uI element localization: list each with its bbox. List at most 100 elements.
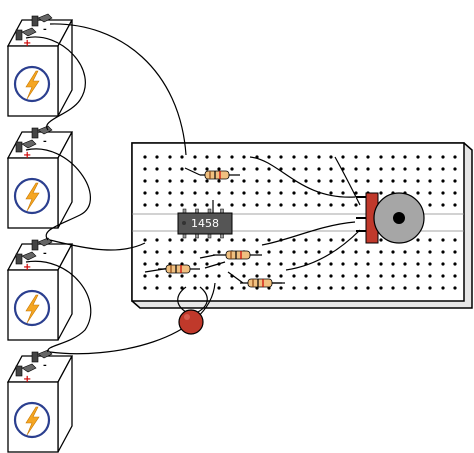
breadboard-hole (453, 191, 457, 195)
breadboard-hole (292, 262, 296, 266)
breadboard-hole (193, 167, 197, 171)
breadboard-hole (205, 238, 209, 242)
breadboard-hole (230, 203, 234, 207)
breadboard-hole (403, 262, 407, 266)
breadboard-hole (242, 286, 246, 290)
breadboard-hole (317, 155, 321, 159)
breadboard-hole (205, 250, 209, 254)
breadboard-hole (317, 262, 321, 266)
breadboard-hole (329, 179, 333, 183)
breadboard-hole (317, 203, 321, 207)
breadboard-hole (180, 286, 184, 290)
potentiometer (356, 192, 425, 244)
breadboard-hole (168, 238, 172, 242)
breadboard-hole (317, 274, 321, 278)
breadboard-hole (391, 274, 395, 278)
breadboard-hole (453, 155, 457, 159)
breadboard-hole (441, 191, 445, 195)
breadboard-hole (391, 179, 395, 183)
breadboard-hole (267, 155, 271, 159)
breadboard-hole (143, 250, 147, 254)
breadboard-hole (217, 250, 221, 254)
breadboard-hole (317, 286, 321, 290)
breadboard-hole (416, 238, 420, 242)
breadboard-hole (304, 167, 308, 171)
breadboard-hole (143, 203, 147, 207)
breadboard-hole (255, 167, 259, 171)
breadboard-hole (242, 155, 246, 159)
breadboard-hole (428, 250, 432, 254)
breadboard-hole (217, 238, 221, 242)
breadboard-hole (193, 262, 197, 266)
battery-negative-sign: - (43, 137, 47, 147)
chip-pins (182, 208, 224, 239)
breadboard-hole (155, 203, 159, 207)
breadboard-hole (205, 262, 209, 266)
breadboard-hole (441, 155, 445, 159)
breadboard-hole (180, 167, 184, 171)
lightning-bolt-icon (13, 289, 51, 327)
breadboard-hole (279, 250, 283, 254)
breadboard-hole (329, 167, 333, 171)
breadboard-hole (329, 262, 333, 266)
breadboard-hole (279, 179, 283, 183)
breadboard-hole (304, 191, 308, 195)
breadboard-hole (193, 203, 197, 207)
jumper-7 (204, 261, 226, 269)
breadboard-hole (255, 262, 259, 266)
breadboard-hole (329, 155, 333, 159)
jumper-4 (285, 229, 361, 271)
breadboard-hole (193, 250, 197, 254)
breadboard-hole (379, 155, 383, 159)
breadboard-hole (279, 203, 283, 207)
breadboard-hole (441, 179, 445, 183)
breadboard-hole (379, 286, 383, 290)
breadboard-hole (441, 203, 445, 207)
breadboard-hole (379, 262, 383, 266)
breadboard-hole (205, 203, 209, 207)
breadboard-hole (230, 238, 234, 242)
breadboard-hole (255, 203, 259, 207)
breadboard-hole (230, 167, 234, 171)
breadboard-hole (403, 155, 407, 159)
breadboard-hole (267, 179, 271, 183)
breadboard-hole (217, 167, 221, 171)
breadboard-hole (168, 274, 172, 278)
jumper-8 (227, 271, 244, 284)
breadboard-hole (279, 286, 283, 290)
led-lead-right (197, 286, 208, 313)
breadboard-hole (168, 203, 172, 207)
battery-negative-sign: - (43, 249, 47, 259)
breadboard-hole (180, 155, 184, 159)
battery: -+ (6, 349, 74, 453)
breadboard-hole (292, 191, 296, 195)
breadboard-hole (242, 179, 246, 183)
breadboard-hole (391, 167, 395, 171)
breadboard-hole (441, 262, 445, 266)
breadboard-hole (292, 155, 296, 159)
breadboard-hole (354, 203, 358, 207)
breadboard-hole (143, 274, 147, 278)
jumper-11 (184, 167, 201, 176)
breadboard-hole (180, 250, 184, 254)
breadboard-hole (453, 250, 457, 254)
breadboard-hole (317, 167, 321, 171)
breadboard-hole (403, 286, 407, 290)
breadboard-hole (217, 179, 221, 183)
breadboard-hole (155, 274, 159, 278)
breadboard-hole (292, 274, 296, 278)
breadboard-hole (242, 274, 246, 278)
breadboard-hole (391, 262, 395, 266)
breadboard-hole (267, 203, 271, 207)
battery-negative-sign: - (43, 361, 47, 371)
breadboard-hole (267, 167, 271, 171)
breadboard-hole (366, 167, 370, 171)
breadboard-hole (366, 274, 370, 278)
breadboard-hole (341, 286, 345, 290)
breadboard-hole (279, 155, 283, 159)
breadboard-hole (379, 191, 383, 195)
breadboard-hole (416, 274, 420, 278)
breadboard-hole (292, 286, 296, 290)
breadboard-hole (143, 155, 147, 159)
